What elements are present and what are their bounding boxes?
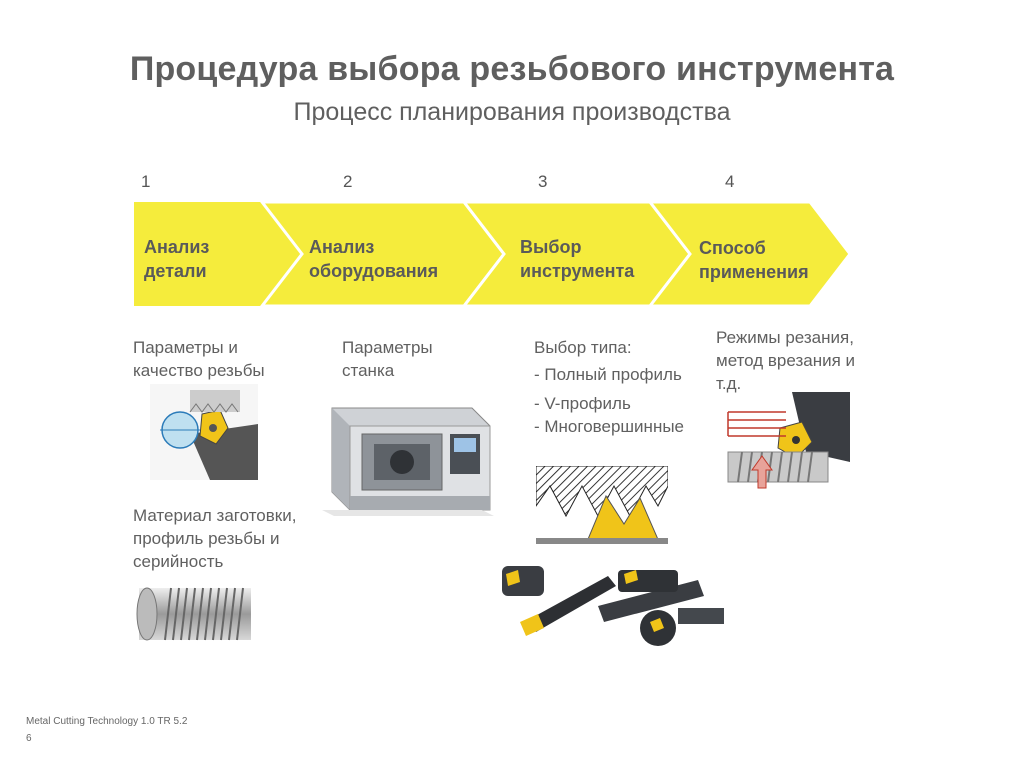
step3-line3: - V-профиль xyxy=(534,394,631,413)
step3-line2: - Полный профиль xyxy=(534,365,682,384)
step4-line1: Режимы резания, xyxy=(716,328,854,347)
step-label-2-line2: оборудования xyxy=(309,261,439,281)
threading-tools-image xyxy=(502,566,724,646)
step-label-3-line1: Выбор xyxy=(520,237,582,257)
step-label-3-line2: инструмента xyxy=(520,261,635,281)
step2-line1: Параметры xyxy=(342,338,433,357)
step-number-3: 3 xyxy=(538,172,548,191)
step1-description-bottom: Материал заготовки, профиль резьбы и сер… xyxy=(133,504,296,573)
step-label-2: Анализ оборудования xyxy=(309,235,438,283)
step3-line1: Выбор типа: xyxy=(534,338,632,357)
step-label-1: Анализ детали xyxy=(144,235,209,283)
step-label-1-line2: детали xyxy=(144,261,207,281)
infeed-method-image xyxy=(727,392,850,489)
insert-profile-image xyxy=(150,384,258,480)
step-number-1: 1 xyxy=(141,172,151,191)
page-title: Процедура выбора резьбового инструмента xyxy=(129,50,895,88)
step1-bottom-line2: профиль резьбы и xyxy=(133,529,280,548)
chevron-step-1 xyxy=(134,202,302,306)
step1-bottom-line1: Материал заготовки, xyxy=(133,506,297,525)
step1-top-line1: Параметры и xyxy=(133,338,238,357)
step1-bottom-line3: серийность xyxy=(133,552,224,571)
step2-line2: станка xyxy=(342,361,395,380)
footer-page-number: 6 xyxy=(26,733,32,744)
step2-description: Параметры станка xyxy=(342,336,433,382)
step4-description: Режимы резания, метод врезания и т.д. xyxy=(716,326,855,395)
chevron-step-4 xyxy=(646,200,852,308)
lathe-machine-image xyxy=(322,407,494,516)
step-label-4-line1: Способ xyxy=(699,238,766,258)
process-chevrons xyxy=(134,200,852,308)
step-label-4-line2: применения xyxy=(699,262,809,282)
step-label-1-line1: Анализ xyxy=(144,237,210,257)
step-label-3: Выбор инструмента xyxy=(520,235,634,283)
step-label-2-line1: Анализ xyxy=(309,237,375,257)
step3-description: Выбор типа: - Полный профиль - V-профиль… xyxy=(534,336,684,438)
page-subtitle: Процесс планирования производства xyxy=(293,98,731,126)
step1-top-line2: качество резьбы xyxy=(133,361,265,380)
step4-line2: метод врезания и xyxy=(716,351,856,370)
footer-source: Metal Cutting Technology 1.0 TR 5.2 xyxy=(26,716,188,727)
threaded-workpiece-image xyxy=(136,587,251,641)
step4-line3: т.д. xyxy=(716,374,742,393)
step3-line4: - Многовершинные xyxy=(534,417,685,436)
step-number-2: 2 xyxy=(343,172,353,191)
step-label-4: Способ применения xyxy=(699,236,809,284)
step-number-4: 4 xyxy=(725,172,735,191)
step1-description-top: Параметры и качество резьбы xyxy=(133,336,265,382)
thread-profile-image xyxy=(536,466,668,544)
